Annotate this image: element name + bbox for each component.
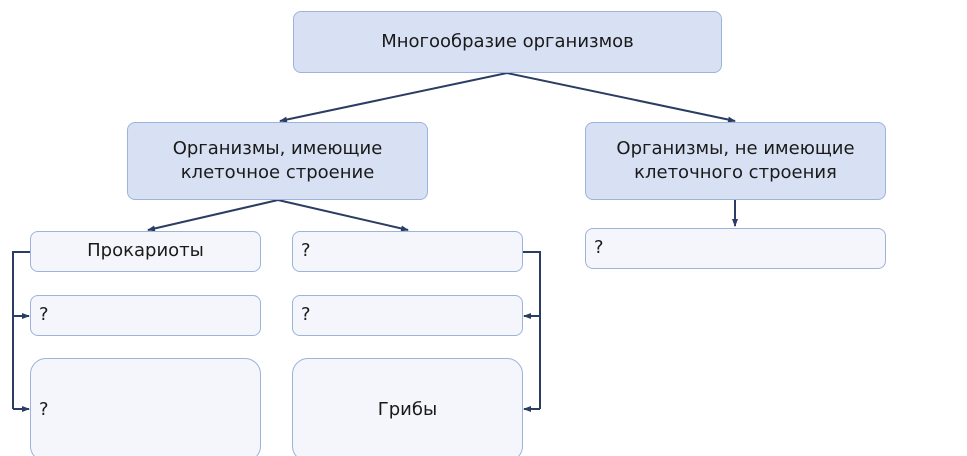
node-label: ? xyxy=(594,237,604,259)
node-label: Многообразие организмов xyxy=(381,30,634,52)
node-label: ? xyxy=(301,240,311,262)
bracket-left xyxy=(12,251,30,409)
node-cellular: Организмы, имеющие клеточное строение xyxy=(127,122,428,200)
node-label: Организмы, имеющие клеточное строение xyxy=(172,137,383,183)
node-eukaryotes: ? xyxy=(292,231,523,272)
node-fungi: Грибы xyxy=(292,358,523,456)
node-eukaryote-child-1: ? xyxy=(292,295,523,336)
node-prokaryotes: Прокариоты xyxy=(30,231,261,272)
node-prokaryote-child-1: ? xyxy=(30,295,261,336)
arrow-root-to-noncellular xyxy=(506,72,736,123)
arrow-cellular-to-prokaryotes xyxy=(147,199,279,232)
bracket-right xyxy=(523,251,541,409)
node-label: ? xyxy=(39,398,49,420)
node-label: Организмы, не имеющие клеточного строени… xyxy=(616,137,855,183)
node-prokaryote-child-2: ? xyxy=(30,358,261,456)
node-label: Грибы xyxy=(377,398,438,420)
node-noncellular-child: ? xyxy=(585,228,886,269)
node-label: Прокариоты xyxy=(87,240,204,262)
arrow-cellular-to-eukaryotes xyxy=(277,199,409,232)
arrow-root-to-cellular xyxy=(279,72,508,123)
node-noncellular: Организмы, не имеющие клеточного строени… xyxy=(585,122,886,200)
node-root: Многообразие организмов xyxy=(293,11,722,73)
node-label: ? xyxy=(39,304,49,326)
node-label: ? xyxy=(301,304,311,326)
